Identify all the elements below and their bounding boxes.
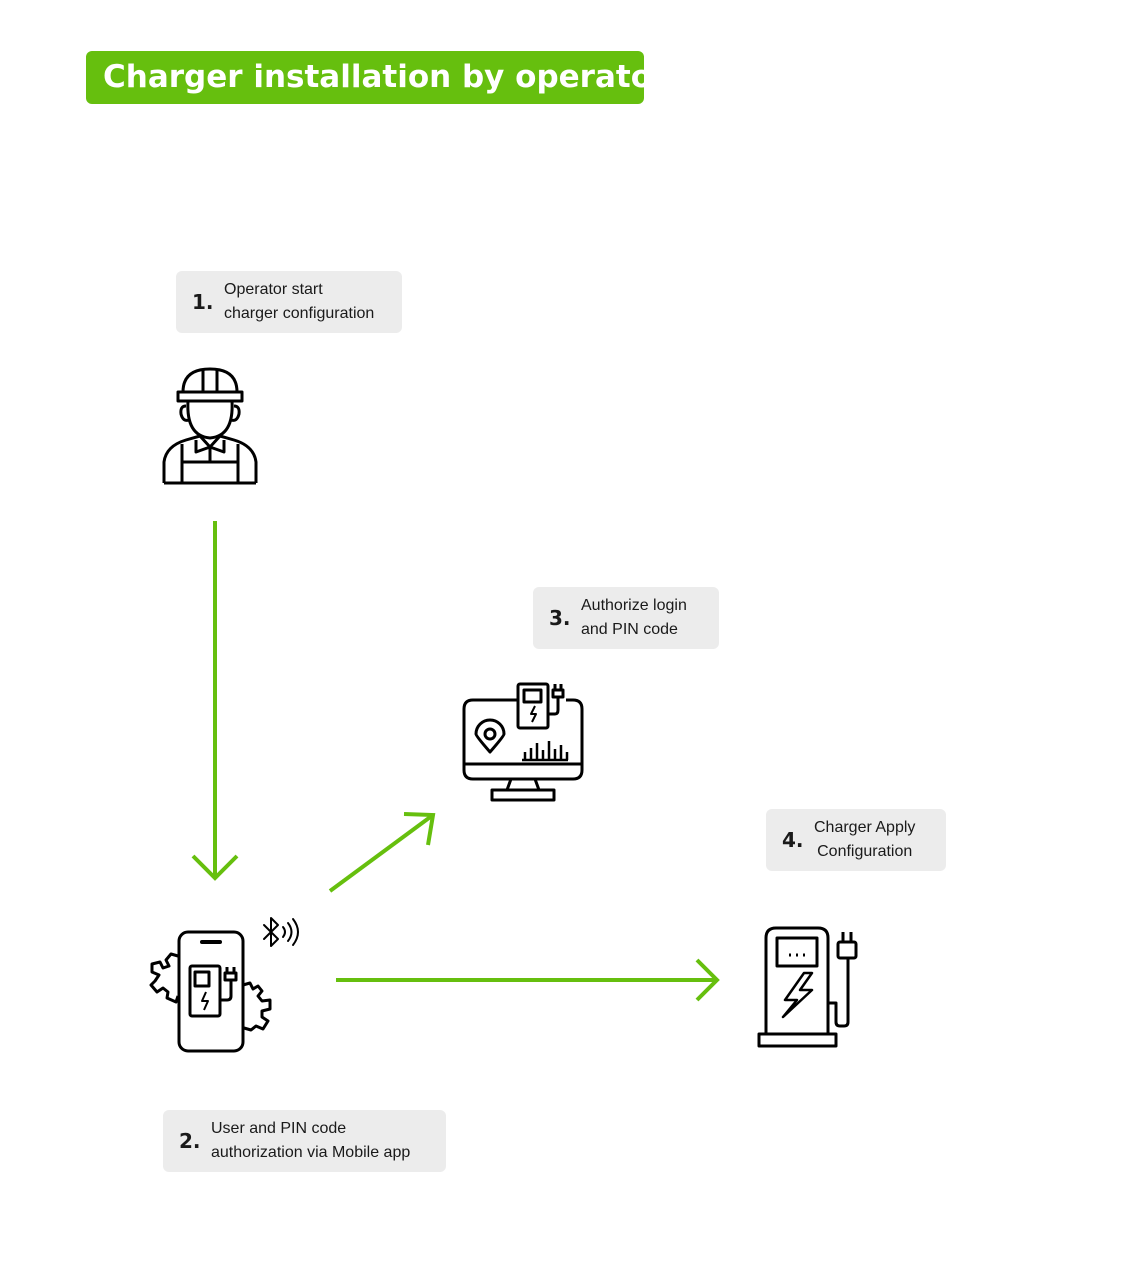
step-2-label: 2. User and PIN code authorization via M… xyxy=(163,1110,446,1172)
step-1-line-2: charger configuration xyxy=(224,305,375,322)
arrow-operator-to-phone xyxy=(191,521,239,881)
step-2-line-1: User and PIN code xyxy=(211,1120,347,1137)
step-1-label: 1. Operator start charger configuration xyxy=(176,271,402,333)
step-4-label: 4. Charger Apply Configuration xyxy=(766,809,946,871)
step-4-line-2: Configuration xyxy=(817,843,913,860)
worker-icon xyxy=(162,367,258,485)
step-4-number: 4. xyxy=(782,828,804,852)
step-3-label: 3. Authorize login and PIN code xyxy=(533,587,719,649)
monitor-dashboard-icon xyxy=(462,682,584,802)
step-4-line-1: Charger Apply xyxy=(814,819,916,836)
step-1-line-1: Operator start xyxy=(224,281,323,298)
bluetooth-signal-icon xyxy=(263,917,299,947)
step-3-line-2: and PIN code xyxy=(581,621,678,638)
mobile-charger-app-icon xyxy=(149,930,272,1053)
arrow-phone-to-monitor xyxy=(328,812,436,893)
step-2-line-2: authorization via Mobile app xyxy=(211,1144,411,1161)
arrow-phone-to-charger xyxy=(336,958,720,1002)
diagram-title: Charger installation by operator xyxy=(86,51,667,104)
step-2-number: 2. xyxy=(179,1129,201,1153)
step-3-number: 3. xyxy=(549,606,571,630)
step-3-line-1: Authorize login xyxy=(581,597,687,614)
step-1-number: 1. xyxy=(192,290,214,314)
ev-charger-icon xyxy=(757,926,858,1048)
